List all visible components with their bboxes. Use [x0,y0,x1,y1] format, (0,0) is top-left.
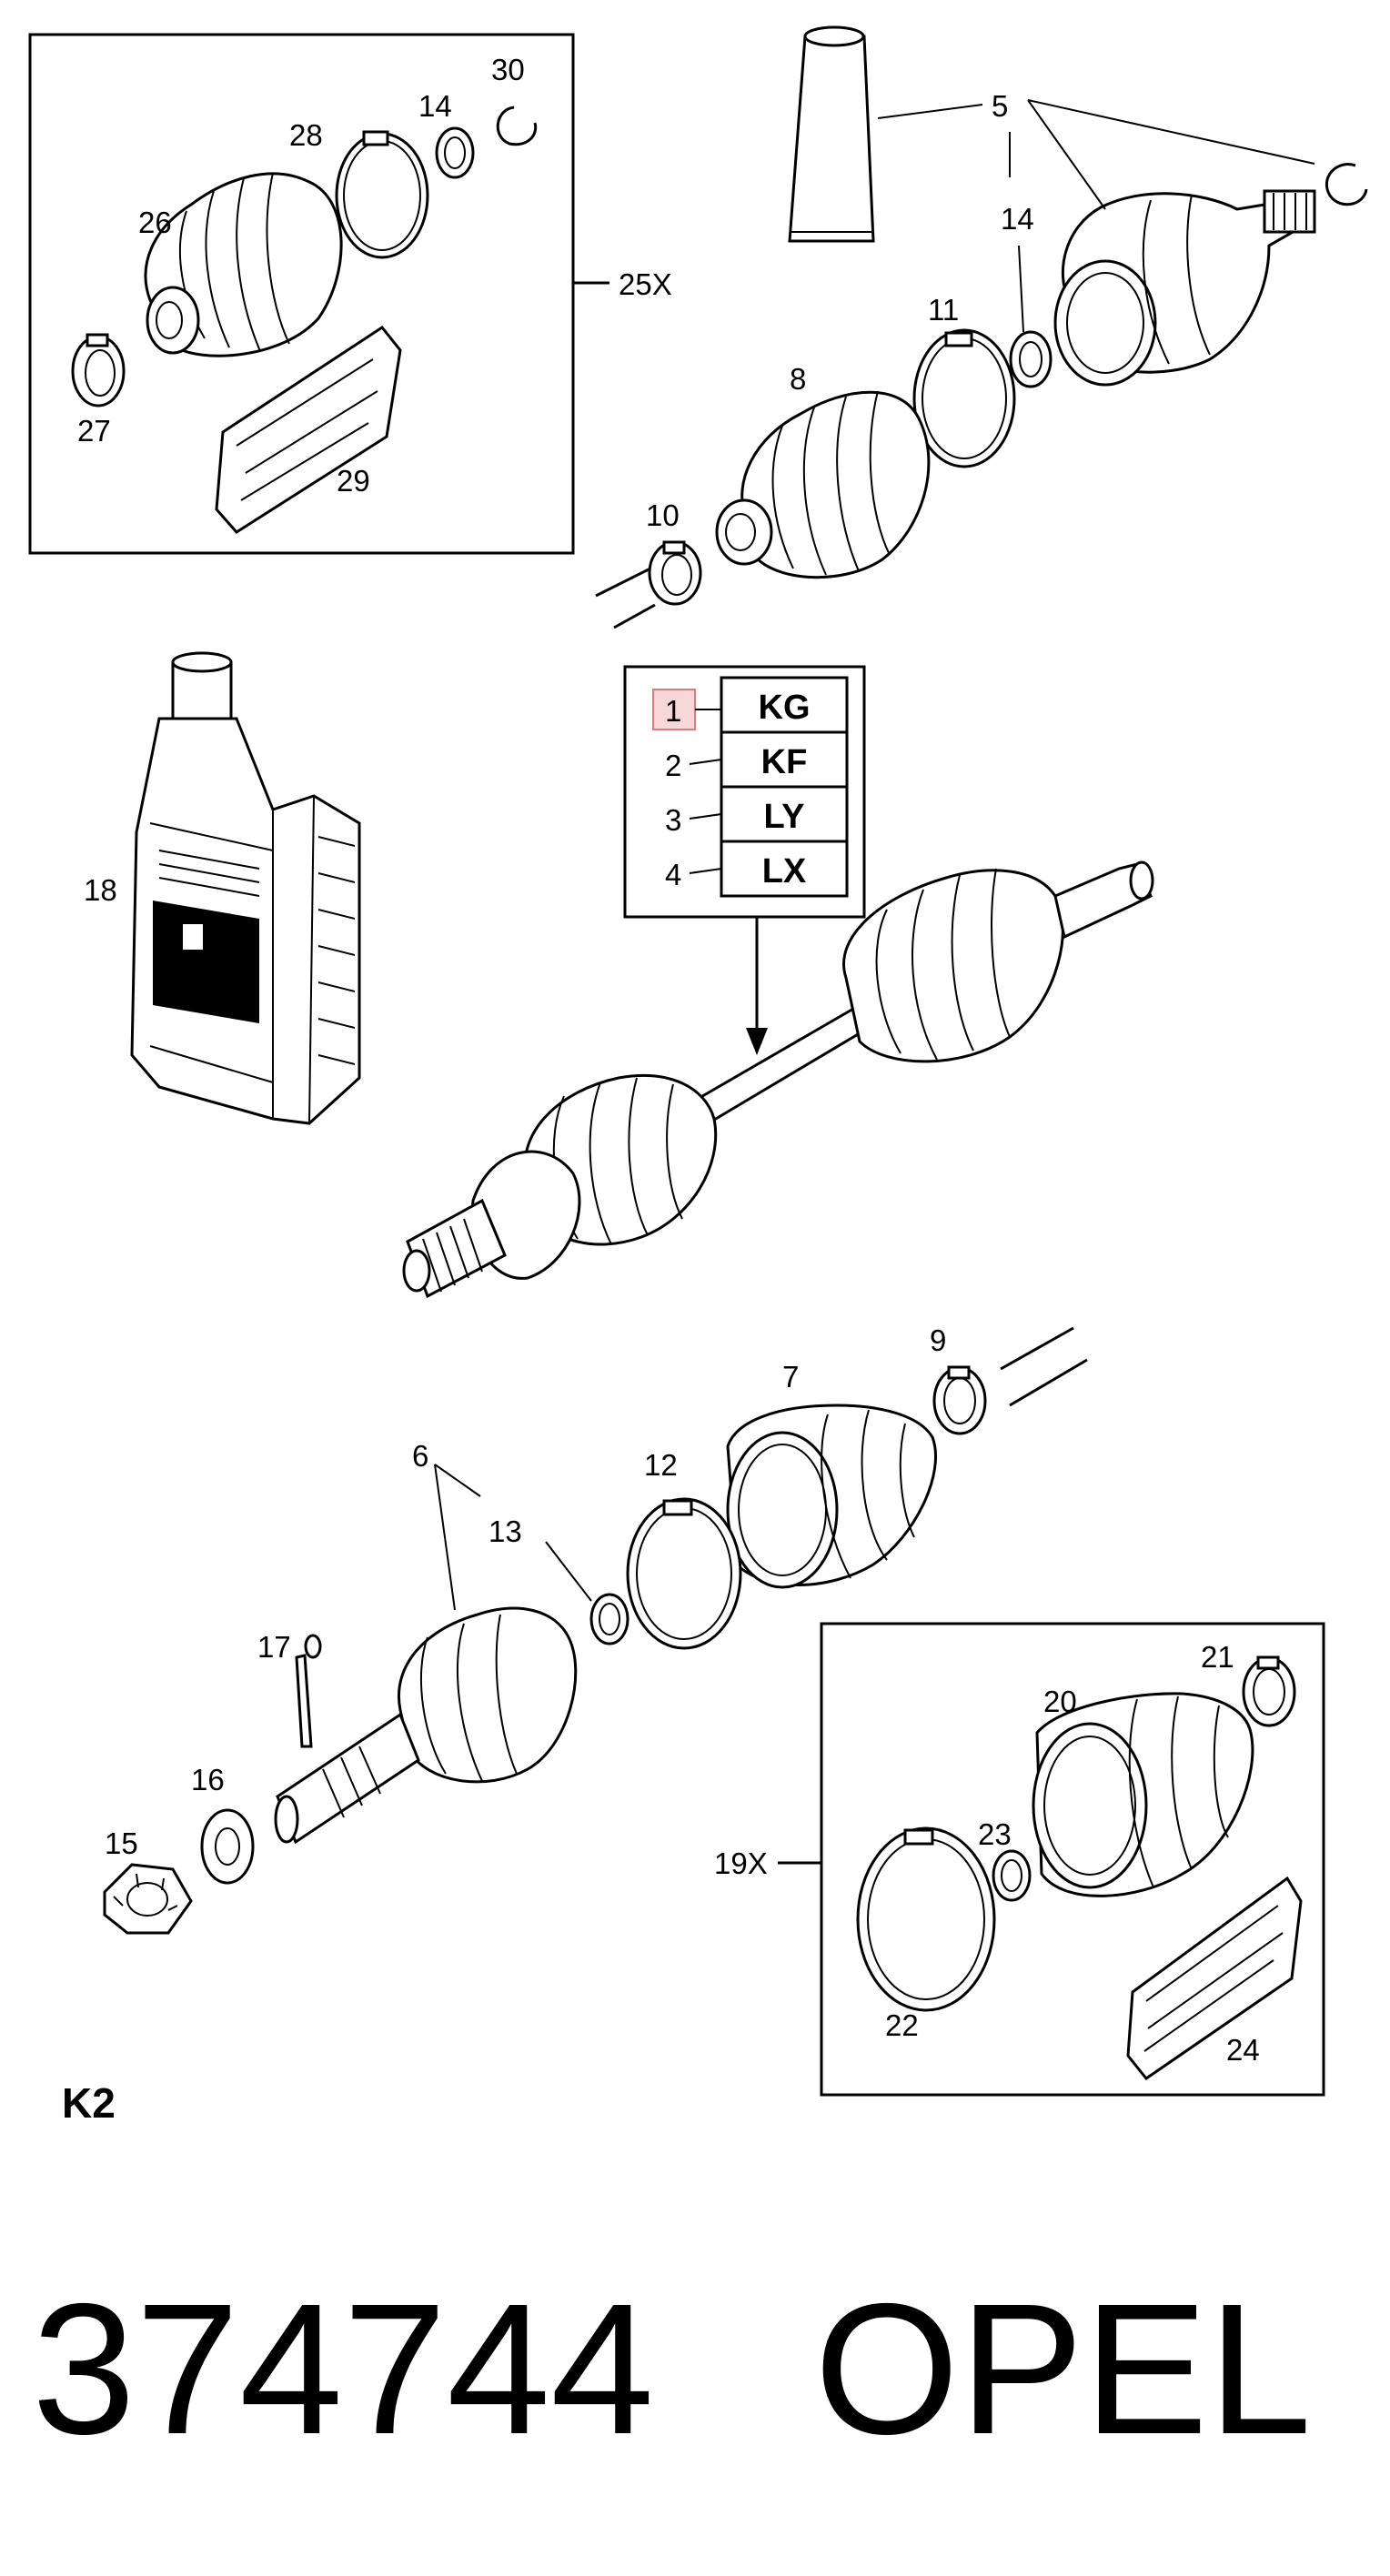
clamp-part-27 [71,333,126,408]
variant-row-1-code: KG [759,689,811,727]
ring-part-13 [589,1593,630,1645]
variant-row-2-code: KF [761,743,808,781]
grease-bag-part-29 [215,325,402,534]
oil-bottle-part-18: 18 [84,651,361,1125]
castle-nut-part-15 [103,1863,193,1935]
cotter-pin-part-17 [295,1634,322,1748]
clamp-part-28 [335,130,429,259]
callout-5: 5 [992,89,1008,123]
variant-row-1-index: 1 [665,694,681,728]
brand-name: OPEL [814,2265,1312,2473]
callout-27: 27 [77,414,111,448]
outer-boot-part-5 [1053,189,1316,387]
circlip-part-30 [496,106,538,146]
variant-row-2: 2 KF [665,743,807,782]
variant-row-3: 3 LY [665,798,805,837]
part-number: 374744 [32,2265,654,2473]
variant-row-4: 4 LX [665,852,807,891]
callout-29: 29 [337,464,370,498]
top-right-parts: 5 14 11 8 10 [595,25,1368,629]
callout-7: 7 [782,1360,799,1394]
washer-part-16 [200,1808,255,1885]
ring-part-23 [992,1849,1032,1902]
callout-14-top-left: 14 [418,89,452,123]
callout-6: 6 [412,1439,428,1473]
grease-bag-part-24 [1126,1876,1303,2081]
callout-8: 8 [790,362,806,396]
variant-table: 1 KG 2 KF 3 LY 4 LX [623,665,866,1055]
callout-13: 13 [489,1514,522,1548]
callout-28: 28 [289,118,323,152]
kit-box-19x-label: 19X [714,1846,768,1880]
kit-box-25x: 25X [28,33,672,555]
clamp-part-12 [626,1497,742,1650]
callout-9: 9 [930,1323,946,1357]
callout-15: 15 [105,1826,138,1860]
ring-part-14-top-left [435,126,475,179]
callout-22: 22 [885,2008,919,2042]
callout-21: 21 [1201,1640,1234,1674]
variant-row-3-index: 3 [665,803,681,837]
callout-24: 24 [1226,2033,1260,2067]
outer-joint-part-6 [274,1606,578,1845]
circlip-part-5 [1325,163,1368,206]
variant-row-4-code: LX [762,852,807,891]
clamp-part-22 [856,1826,996,2012]
variant-row-3-code: LY [763,798,804,836]
boot-part-26 [144,172,343,357]
callout-26: 26 [138,206,172,239]
callout-30: 30 [491,53,525,86]
callout-11: 11 [928,293,959,327]
variant-row-4-index: 4 [665,858,681,891]
drive-shaft-assembly [402,860,1154,1299]
ring-part-14-top-right [1009,330,1053,388]
clamp-part-21 [1242,1655,1296,1727]
callout-10: 10 [646,498,680,532]
clamp-part-10 [648,540,702,606]
boot-part-7 [726,1404,937,1589]
boot-part-20 [1032,1692,1254,1897]
callout-16: 16 [191,1763,225,1796]
callout-18: 18 [84,873,117,907]
kit-box-25x-label: 25X [619,267,672,301]
grease-tube-part-5 [788,25,875,243]
callout-17: 17 [257,1630,291,1664]
callout-20: 20 [1043,1685,1077,1718]
clamp-part-9 [932,1365,987,1435]
variant-row-1: 1 KG [652,689,811,730]
kit-box-19x: 19X 21 [714,1622,1325,2097]
callout-23: 23 [978,1817,1012,1851]
callout-12: 12 [644,1448,678,1482]
sheet-code: K2 [62,2079,116,2127]
bottom-parts: 9 7 6 12 13 17 16 15 [103,1323,1088,1935]
clamp-part-11 [912,328,1016,468]
callout-14-top-right: 14 [1001,202,1034,236]
inner-boot-part-8 [715,390,931,579]
variant-row-2-index: 2 [665,749,681,782]
